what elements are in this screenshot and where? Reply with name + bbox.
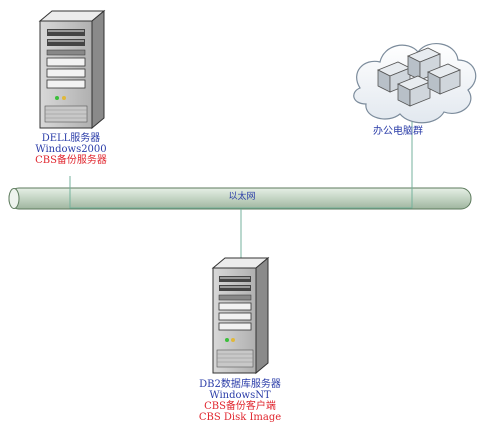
desktop-pc-icon	[427, 63, 461, 95]
db2-server-name: DB2数据库服务器	[199, 379, 281, 390]
ethernet-label: 以太网	[228, 192, 256, 202]
dell-server-role: CBS备份服务器	[35, 155, 107, 166]
office-pcs-label: 办公电脑群	[373, 126, 423, 137]
dell-server-name: DELL服务器	[41, 133, 101, 144]
dell-server-label: DELL服务器 Windows2000 CBS备份服务器	[27, 133, 115, 166]
db2-server-disk: CBS Disk Image	[198, 412, 282, 423]
db2-server-role: CBS备份客户端	[204, 401, 276, 412]
office-pc-cloud-icon	[353, 43, 477, 124]
desktop-pc-icon	[377, 61, 411, 93]
dell-link	[69, 94, 413, 209]
dell-server-os: Windows2000	[35, 144, 107, 155]
dell-server-icon	[38, 9, 106, 130]
connection-lines	[69, 94, 413, 258]
db2-server-label: DB2数据库服务器 WindowsNT CBS备份客户端 CBS Disk Im…	[175, 379, 305, 423]
db2-server-os: WindowsNT	[209, 390, 271, 401]
desktop-pc-icon	[407, 47, 441, 81]
ethernet-pipe	[8, 187, 472, 210]
db2-server-icon	[211, 256, 270, 375]
